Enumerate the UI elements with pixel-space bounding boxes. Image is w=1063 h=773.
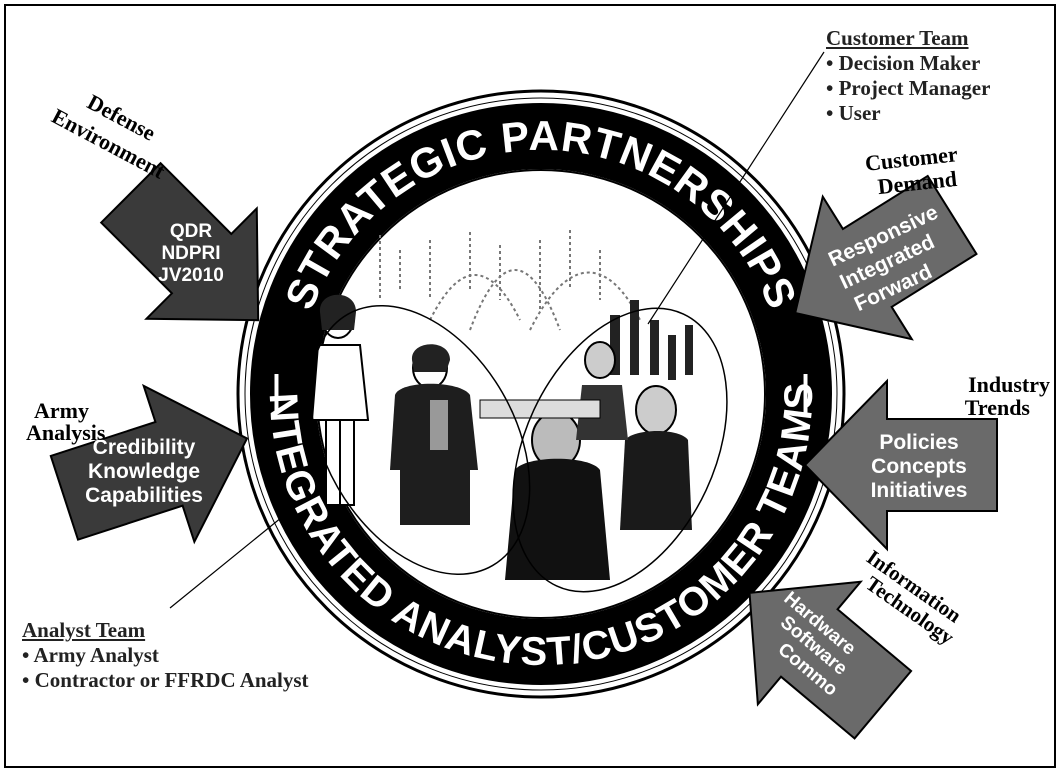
industry-item-2: Concepts	[871, 455, 967, 478]
analyst-team-block: Analyst Team Army Analyst Contractor or …	[22, 618, 309, 693]
customer-team-member: User	[826, 101, 990, 126]
customer-team-title: Customer Team	[826, 26, 969, 50]
analyst-team-ellipse	[309, 304, 531, 576]
industry-item-1: Policies	[879, 431, 958, 454]
analyst-team-member: Army Analyst	[22, 643, 309, 668]
industry-item-3: Initiatives	[871, 479, 968, 502]
defense-environment-label: Defense Environment	[48, 89, 170, 184]
black-band-ring	[250, 103, 832, 685]
svg-text:Analysis: Analysis	[26, 420, 106, 445]
seated-woman-figure	[390, 344, 478, 525]
outer-gap-ring	[244, 97, 838, 691]
army-item-1: Credibility	[93, 436, 196, 459]
defense-environment-arrow: QDR NDPRI JV2010	[99, 161, 260, 322]
army-item-3: Capabilities	[85, 484, 203, 507]
industry-trends-label: Industry Trends	[965, 372, 1050, 420]
army-analysis-arrow: Credibility Knowledge Capabilities	[49, 383, 249, 545]
customer-demand-arrow: Responsive Integrated Forward	[793, 174, 978, 341]
outer-thin-ring	[236, 89, 846, 699]
information-technology-label: Information Technology	[861, 545, 966, 650]
army-analysis-label: Army Analysis	[26, 398, 106, 445]
customer-team-block: Customer Team Decision Maker Project Man…	[826, 26, 990, 126]
defense-item-1: QDR	[170, 221, 213, 242]
analyst-team-leader-line	[169, 495, 309, 609]
analyst-team-member: Contractor or FFRDC Analyst	[22, 668, 309, 693]
customer-demand-label: Customer Demand	[864, 141, 959, 199]
svg-text:Industry: Industry	[968, 372, 1050, 397]
customer-team-member: Project Manager	[826, 76, 991, 101]
ring-separator-right: —	[781, 374, 825, 414]
customer-team-leader-line	[647, 51, 825, 325]
customer-team-member: Decision Maker	[826, 51, 990, 76]
svg-text:Army: Army	[34, 398, 89, 423]
defense-item-2: NDPRI	[161, 243, 220, 264]
industry-trends-arrow: Policies Concepts Initiatives	[803, 378, 998, 552]
meeting-scene-illustration	[310, 230, 693, 580]
ring-separator-left: —	[257, 374, 301, 414]
diagram-frame	[4, 4, 1056, 768]
customer-team-ellipse	[512, 307, 728, 593]
defense-item-3: JV2010	[158, 265, 224, 286]
army-item-2: Knowledge	[88, 460, 200, 483]
analyst-team-title: Analyst Team	[22, 618, 146, 642]
seated-men-figures	[505, 341, 692, 580]
svg-text:Trends: Trends	[965, 395, 1031, 420]
